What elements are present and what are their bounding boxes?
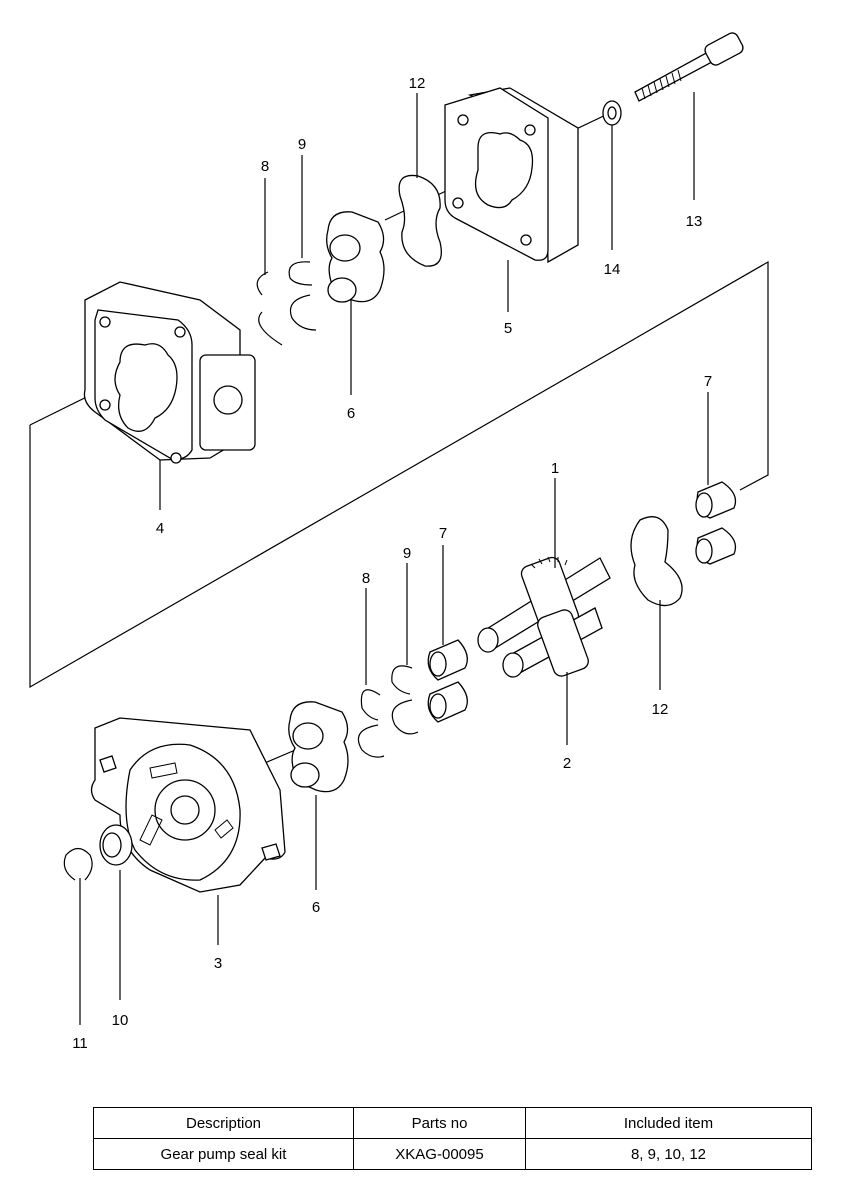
label-part-12-right: 12 [652, 701, 669, 718]
part-14-washer [602, 100, 622, 126]
label-part-14: 14 [604, 261, 621, 278]
exploded-parts-diagram: 1 2 3 4 5 6 6 7 7 8 8 9 9 10 11 12 12 13… [29, 32, 769, 1052]
cell-included-item: 8, 9, 10, 12 [525, 1138, 812, 1170]
part-5-cover [444, 87, 579, 264]
header-included-item: Included item [525, 1107, 812, 1139]
label-part-7-mid: 7 [439, 525, 447, 542]
part-9-seal-mid-a [391, 665, 413, 695]
part-4-body [83, 281, 256, 464]
leader-lines [79, 92, 709, 1025]
part-7-bushings-mid [427, 639, 468, 723]
part-12-oring-right [630, 516, 683, 607]
part-8-seal-mid-b [357, 724, 385, 758]
label-part-12-top: 12 [409, 75, 426, 92]
label-part-9-mid: 9 [403, 545, 411, 562]
label-part-13: 13 [686, 213, 703, 230]
part-6-bushing-top [326, 211, 385, 303]
part-13-bolt [634, 32, 744, 102]
part-3-flange [90, 717, 286, 893]
label-part-4: 4 [156, 520, 164, 537]
label-part-7-right: 7 [704, 373, 712, 390]
label-part-6-bottom: 6 [312, 899, 320, 916]
label-part-6-top: 6 [347, 405, 355, 422]
seal-kit-table: Description Parts no Included item Gear … [93, 1107, 812, 1170]
assembly-centerline-frame [29, 260, 769, 689]
part-2-driven-gear-shaft [502, 607, 603, 678]
label-part-8-top: 8 [261, 158, 269, 175]
table-row: Gear pump seal kit XKAG-00095 8, 9, 10, … [93, 1138, 812, 1170]
part-9-seal-top-b [289, 294, 317, 331]
header-parts-no: Parts no [353, 1107, 526, 1139]
cell-parts-no: XKAG-00095 [353, 1138, 526, 1170]
part-9-seal-mid-b [391, 699, 419, 735]
part-8-seal-top-b [258, 311, 283, 346]
label-part-10: 10 [112, 1012, 129, 1029]
label-part-1: 1 [551, 460, 559, 477]
part-6-bushing-bottom [288, 701, 349, 793]
part-8-seal-top-a [256, 271, 269, 296]
part-10-oil-seal [99, 824, 133, 866]
label-part-2: 2 [563, 755, 571, 772]
part-9-seal-top-a [288, 261, 313, 286]
label-part-9-top: 9 [298, 136, 306, 153]
label-part-8-mid: 8 [362, 570, 370, 587]
cell-description: Gear pump seal kit [93, 1138, 354, 1170]
label-part-5: 5 [504, 320, 512, 337]
part-11-snap-ring [63, 847, 93, 881]
part-8-seal-mid-a [360, 689, 381, 721]
part-7-bushings-right [695, 481, 737, 565]
header-description: Description [93, 1107, 354, 1139]
table-header-row: Description Parts no Included item [93, 1107, 812, 1139]
label-part-3: 3 [214, 955, 222, 972]
part-12-oring-top [398, 174, 442, 267]
label-part-11: 11 [72, 1035, 88, 1052]
